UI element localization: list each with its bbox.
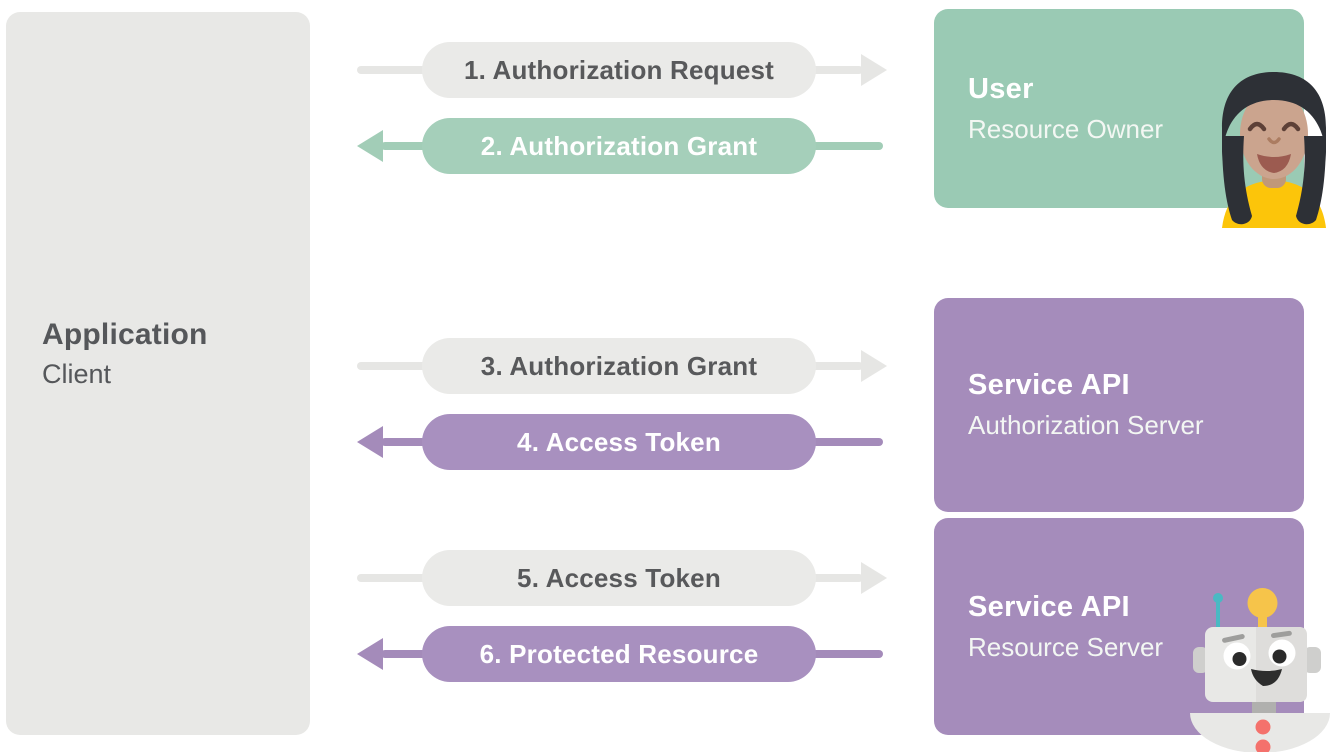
authorization-server-box: Service API Authorization Server xyxy=(934,298,1304,512)
client-application-text: Application Client xyxy=(42,318,208,390)
arrow-right-icon xyxy=(861,350,887,382)
flow-authorization-grant-to-server: 3. Authorization Grant xyxy=(357,338,887,394)
arrow-left-icon xyxy=(357,638,383,670)
arrow-left-icon xyxy=(357,426,383,458)
client-application-box: Application Client xyxy=(6,12,310,735)
flow-authorization-grant-to-client: 2. Authorization Grant xyxy=(357,118,887,174)
flow-label-pill: 5. Access Token xyxy=(422,550,816,606)
flow-authorization-request: 1. Authorization Request xyxy=(357,42,887,98)
flow-label-pill: 6. Protected Resource xyxy=(422,626,816,682)
arrow-right-icon xyxy=(861,562,887,594)
client-subtitle: Client xyxy=(42,359,112,389)
robot-icon xyxy=(1190,588,1330,752)
flow-label-pill: 4. Access Token xyxy=(422,414,816,470)
flow-access-token-to-client: 4. Access Token xyxy=(357,414,887,470)
actor-subtitle: Authorization Server xyxy=(968,410,1204,440)
actor-subtitle: Resource Owner xyxy=(968,113,1164,144)
actor-title: Service API xyxy=(968,369,1130,401)
flow-label-pill: 1. Authorization Request xyxy=(422,42,816,98)
flow-label-pill: 2. Authorization Grant xyxy=(422,118,816,174)
woman-avatar-icon xyxy=(1222,72,1326,228)
flow-protected-resource: 6. Protected Resource xyxy=(357,626,887,682)
flow-access-token-to-resource: 5. Access Token xyxy=(357,550,887,606)
actor-title: Service API xyxy=(968,590,1130,623)
actor-title: User xyxy=(968,72,1034,105)
arrow-left-icon xyxy=(357,130,383,162)
actor-subtitle: Resource Server xyxy=(968,631,1164,662)
arrow-right-icon xyxy=(861,54,887,86)
flow-label-pill: 3. Authorization Grant xyxy=(422,338,816,394)
client-title: Application xyxy=(42,318,208,351)
